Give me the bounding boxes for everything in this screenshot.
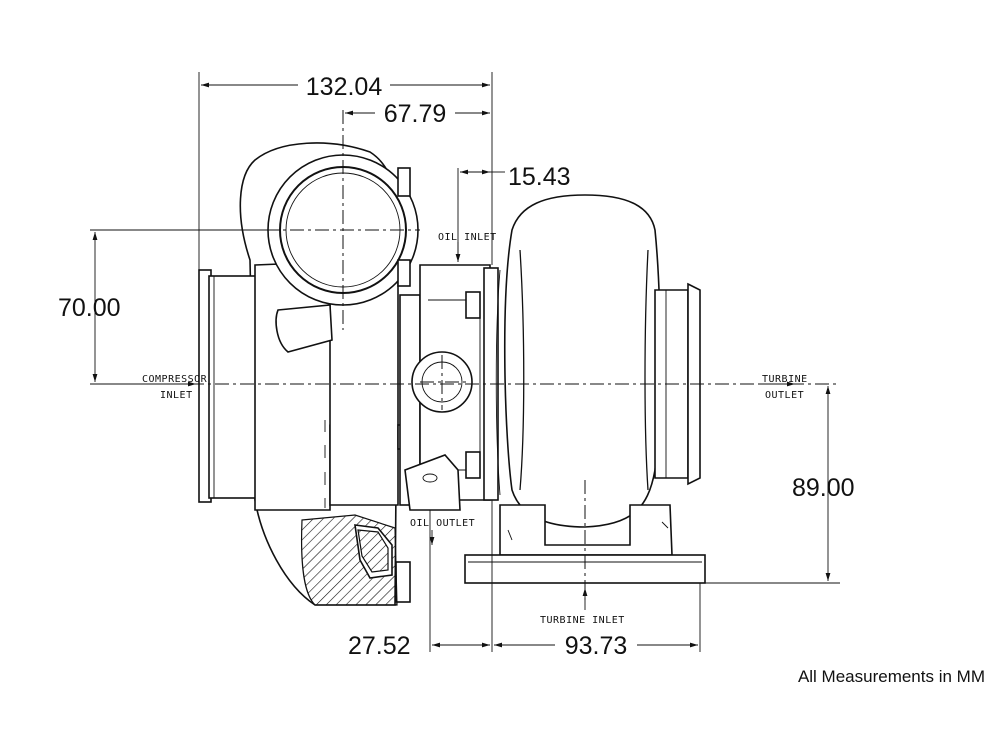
dim-compressor-offset: 67.79	[384, 100, 447, 128]
center-housing	[399, 264, 491, 511]
label-turbine-outlet-1: TURBINE	[762, 374, 808, 385]
turbine-housing	[464, 194, 706, 584]
port-labels: OIL INLET OIL OUTLET COMPRESSOR INLET TU…	[142, 232, 808, 626]
label-oil-inlet: OIL INLET	[438, 232, 497, 243]
dim-compressor-height: 70.00	[58, 294, 121, 322]
dim-turbine-height: 89.00	[792, 474, 855, 502]
label-oil-outlet: OIL OUTLET	[410, 518, 475, 529]
cutaway-section	[301, 514, 398, 606]
dim-turbine-flange-width: 93.73	[565, 632, 628, 660]
label-turbine-inlet: TURBINE INLET	[540, 615, 625, 626]
units-note: All Measurements in MM	[798, 667, 985, 686]
dim-oil-outlet-offset: 27.52	[348, 632, 411, 660]
dim-oil-inlet-offset: 15.43	[508, 163, 571, 191]
label-compressor-inlet-1: COMPRESSOR	[142, 374, 208, 385]
label-compressor-inlet-2: INLET	[160, 390, 193, 401]
center-lines	[140, 110, 840, 600]
dim-overall-width: 132.04	[306, 73, 383, 101]
label-turbine-outlet-2: OUTLET	[765, 390, 804, 401]
dimension-values: 132.04 67.79 15.43 70.00 89.00 27.52 93.…	[58, 72, 855, 660]
